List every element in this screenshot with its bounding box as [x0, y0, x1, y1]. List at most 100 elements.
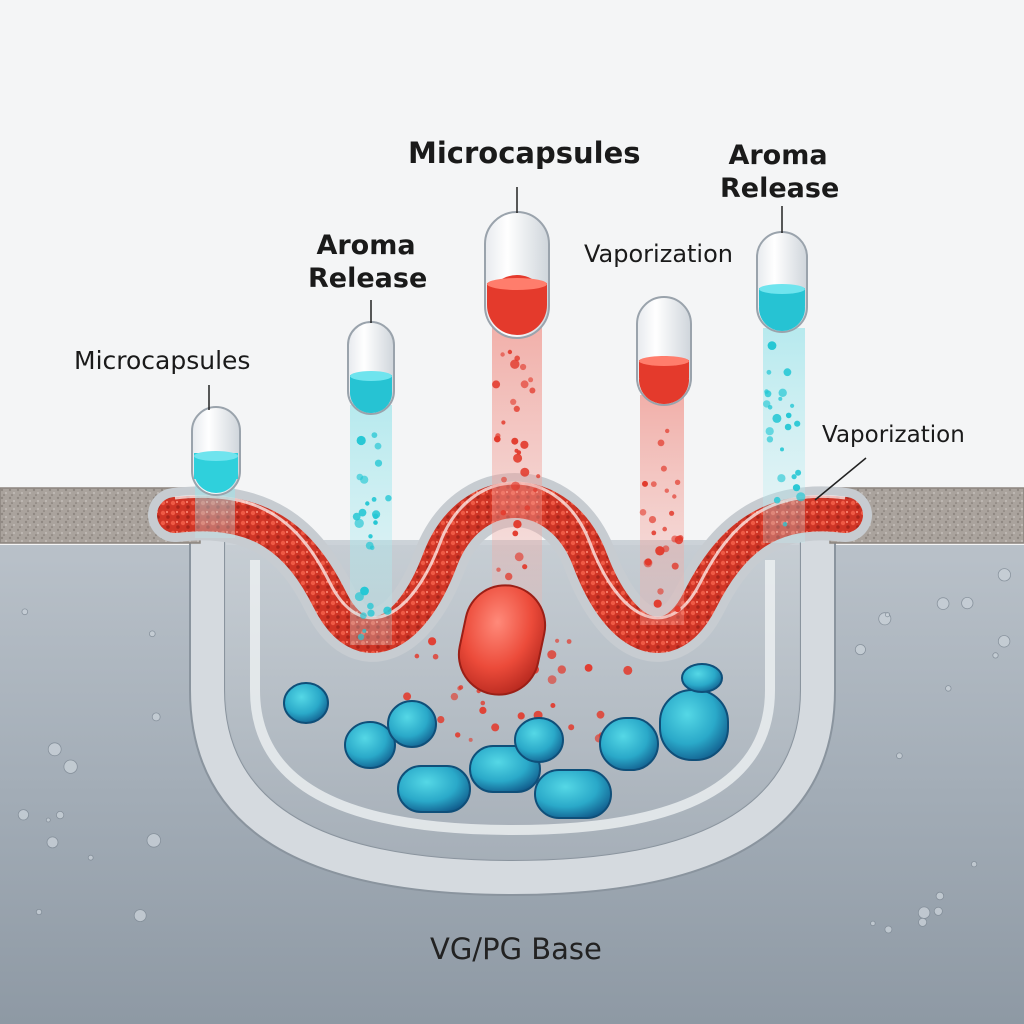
aroma-particle	[655, 546, 665, 556]
label-aroma-release-left: Aroma Release	[308, 230, 427, 296]
aroma-particle	[764, 390, 772, 398]
aroma-particle	[795, 469, 802, 476]
aroma-particle	[520, 467, 530, 477]
aroma-particle	[639, 509, 647, 516]
aroma-particle	[511, 437, 519, 445]
aroma-particle	[767, 341, 777, 350]
aroma-particle	[674, 606, 681, 613]
blue-capsule	[469, 745, 541, 793]
aroma-particle	[480, 700, 486, 706]
aroma-particle	[383, 606, 392, 615]
aroma-particle	[517, 712, 525, 720]
liquid-bubble	[21, 608, 29, 616]
aroma-particle	[766, 436, 774, 443]
aroma-particle	[510, 398, 517, 405]
label-microcapsules-center: Microcapsules	[408, 136, 641, 170]
aroma-particle	[547, 650, 557, 660]
aroma-particle	[632, 638, 638, 643]
blue-capsule	[397, 765, 471, 813]
aroma-particle	[529, 387, 536, 394]
aroma-particle	[778, 396, 783, 401]
aroma-particle	[677, 535, 684, 541]
aroma-particle	[491, 723, 500, 732]
liquid-bubble	[997, 635, 1011, 648]
aroma-particle	[513, 405, 520, 412]
aroma-particle	[625, 637, 631, 644]
aroma-particle	[450, 692, 459, 701]
aroma-particle	[566, 639, 572, 644]
aroma-particle	[777, 474, 786, 483]
aroma-particle	[766, 369, 772, 375]
aroma-particle	[374, 442, 382, 450]
aroma-particle	[360, 612, 367, 619]
liquid-bubble	[151, 712, 161, 722]
liquid-bubble	[133, 909, 147, 922]
liquid-bubble	[149, 630, 156, 638]
blue-capsule	[283, 682, 329, 724]
microcapsule-far-left	[191, 406, 241, 496]
label-vaporization-right: Vaporization	[822, 422, 965, 448]
aroma-particle	[584, 664, 593, 672]
aroma-particle	[653, 599, 662, 608]
aroma-particle	[357, 633, 365, 641]
aroma-particle	[672, 494, 677, 499]
label-aroma-release-left-line1: Aroma	[316, 230, 416, 261]
aroma-particle	[536, 474, 541, 479]
liquid-bubble	[35, 908, 43, 916]
blue-capsule	[534, 769, 612, 819]
liquid-bubble	[936, 597, 950, 610]
aroma-particle	[642, 480, 648, 487]
aroma-particle	[414, 653, 420, 659]
blue-capsule	[344, 721, 396, 769]
aroma-particle	[373, 520, 378, 525]
liquid-bubble	[146, 833, 162, 848]
aroma-particle	[512, 530, 519, 537]
aroma-particle	[782, 521, 788, 527]
aroma-particle	[501, 420, 506, 425]
aroma-particle	[457, 686, 462, 691]
aroma-particle	[650, 481, 657, 487]
aroma-particle	[510, 359, 520, 369]
aroma-particle	[356, 435, 366, 446]
bowl-inner-wall	[250, 560, 775, 836]
label-vaporization-center: Vaporization	[584, 240, 733, 268]
label-aroma-release-right-line2: Release	[720, 172, 840, 204]
aroma-particle	[374, 459, 383, 467]
aroma-particle	[516, 450, 522, 455]
liquid-bubble	[63, 759, 78, 774]
aroma-particle	[372, 510, 381, 519]
aroma-particle	[784, 423, 792, 431]
liquid-bubble	[945, 685, 952, 692]
aroma-particle	[648, 516, 657, 524]
aroma-particle	[671, 535, 679, 543]
blue-capsule	[681, 663, 723, 693]
aroma-particle	[796, 492, 806, 502]
aroma-particle	[662, 526, 667, 532]
liquid-bubble	[997, 568, 1012, 582]
blue-capsule	[514, 717, 564, 763]
aroma-particle	[557, 665, 566, 674]
liquid-bubble	[992, 652, 999, 659]
liquid-bubble	[933, 906, 943, 916]
liquid-bubble	[917, 906, 931, 919]
aroma-particle	[492, 380, 501, 389]
aroma-particle	[514, 552, 524, 562]
aroma-particle	[644, 558, 652, 566]
aroma-particle	[513, 453, 523, 463]
label-aroma-release-right-line1: Aroma	[728, 140, 828, 171]
aroma-particle	[365, 501, 370, 506]
vapor-stream-cyan-right	[763, 328, 805, 543]
microcapsule-center	[484, 211, 550, 339]
aroma-particle	[794, 420, 801, 427]
aroma-particle	[479, 706, 487, 715]
aroma-particle	[507, 349, 513, 355]
aroma-particle	[500, 352, 505, 357]
aroma-particle	[568, 724, 575, 731]
liquid-bubble	[961, 596, 974, 610]
aroma-particle	[550, 703, 556, 708]
liquid-bubble	[47, 742, 62, 757]
aroma-particle	[371, 432, 378, 438]
aroma-particle	[785, 412, 792, 419]
aroma-particle	[524, 505, 531, 511]
